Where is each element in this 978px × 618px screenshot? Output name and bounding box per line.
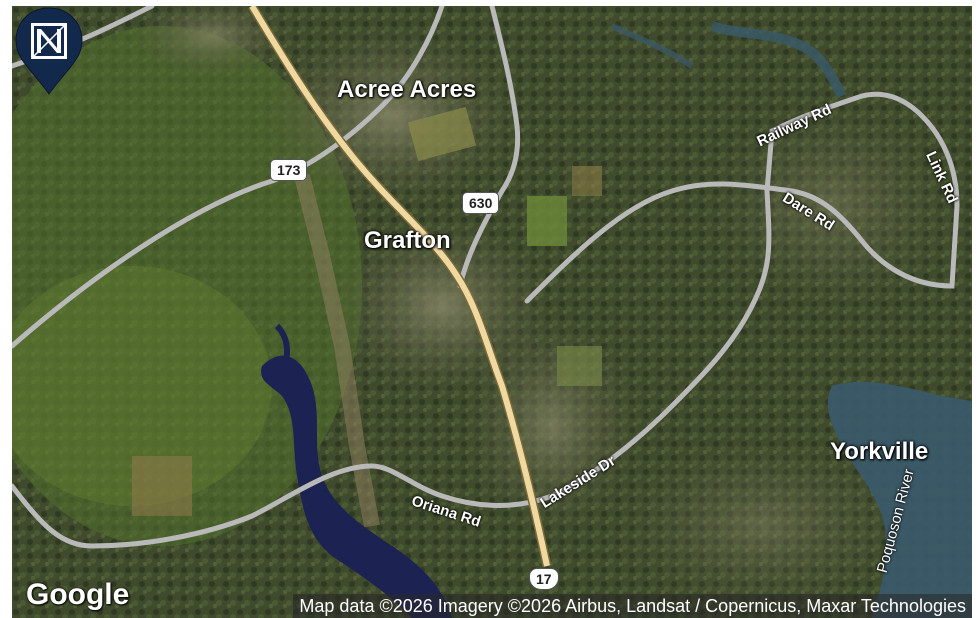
place-label-acree-acres: Acree Acres (337, 76, 477, 103)
google-logo: Google (26, 578, 130, 611)
map-attribution[interactable]: Map data ©2026 Imagery ©2026 Airbus, Lan… (293, 594, 972, 618)
map-imagery (12, 6, 972, 618)
place-label-grafton: Grafton (364, 227, 451, 254)
satellite-map[interactable]: Acree Acres Grafton Yorkville Railway Rd… (12, 6, 972, 618)
route-shield-173: 173 (270, 159, 308, 181)
brand-logo-icon (31, 23, 67, 59)
place-label-yorkville: Yorkville (830, 438, 929, 465)
location-pin-icon[interactable] (12, 6, 86, 98)
route-shield-17: 17 (529, 568, 559, 590)
route-shield-630: 630 (462, 192, 500, 214)
